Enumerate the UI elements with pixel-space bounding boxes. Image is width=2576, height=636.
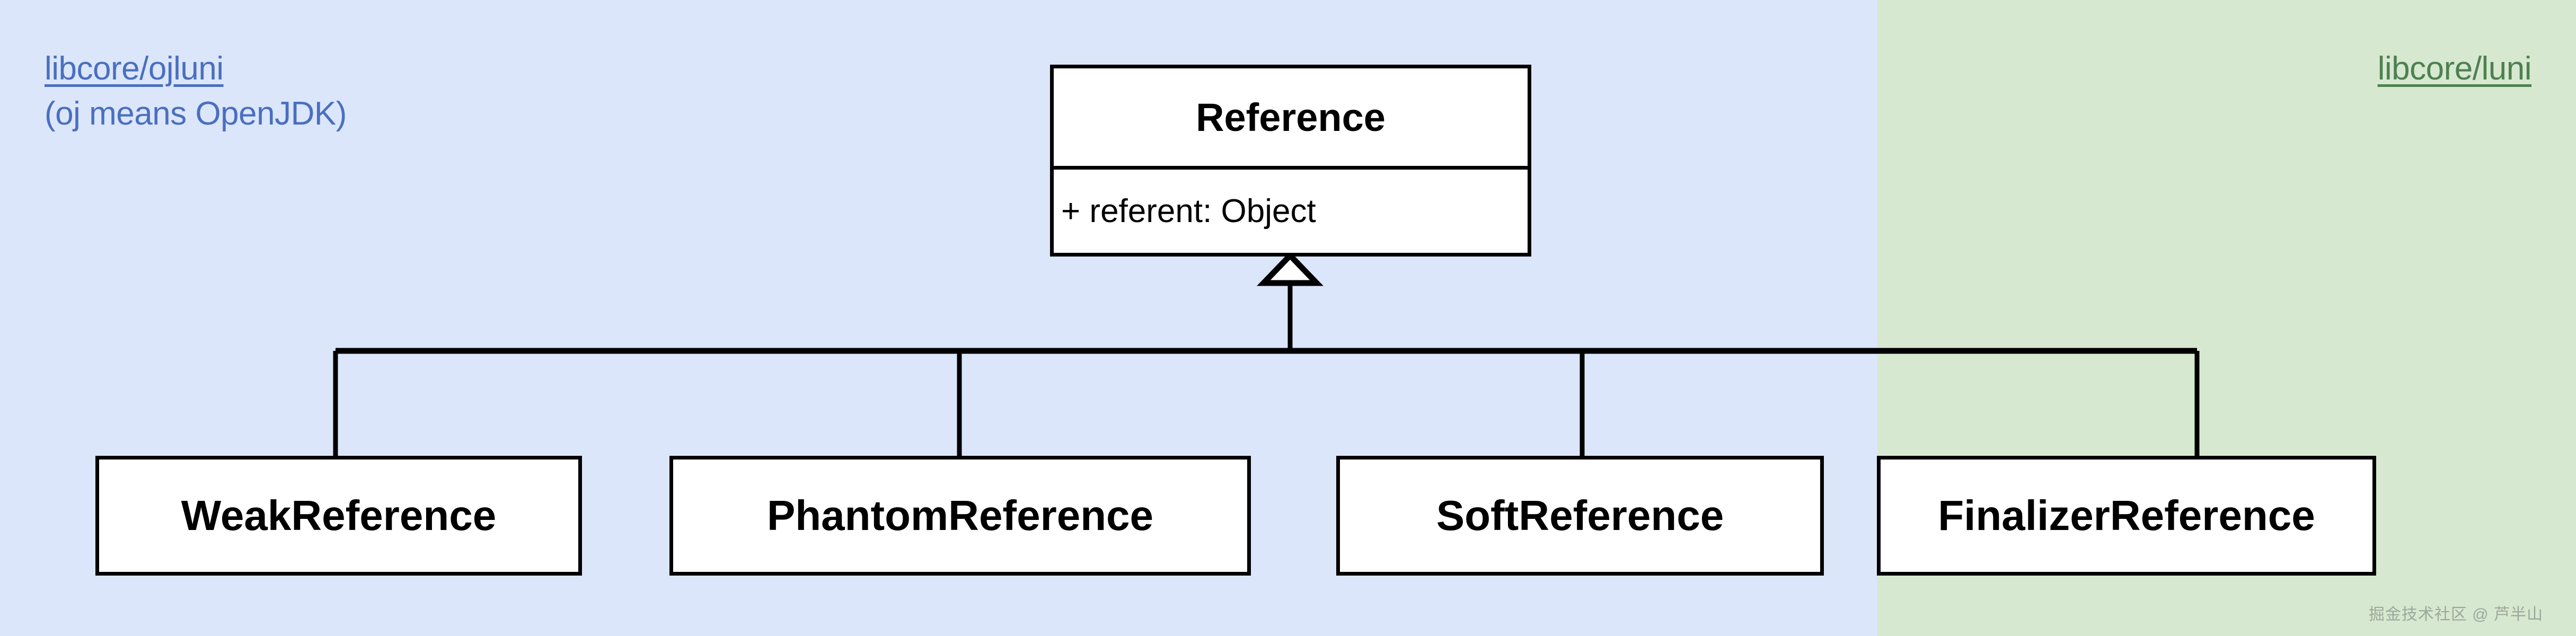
package-label-luni: libcore/luni bbox=[2377, 49, 2532, 90]
package-note-ojluni: (oj means OpenJDK) bbox=[45, 95, 347, 132]
class-name-softreference: SoftReference bbox=[1436, 492, 1724, 539]
class-box-reference[interactable]: Reference + referent: Object bbox=[1050, 65, 1531, 257]
class-name-reference: Reference bbox=[1196, 95, 1386, 139]
class-box-finalizerreference[interactable]: FinalizerReference bbox=[1877, 456, 2376, 576]
watermark: 掘金技术社区 @ 芦半山 bbox=[2368, 606, 2543, 623]
package-label-ojluni: libcore/ojluni (oj means OpenJDK) bbox=[45, 49, 347, 135]
class-name-finalizerreference: FinalizerReference bbox=[1938, 492, 2315, 539]
class-box-weakreference[interactable]: WeakReference bbox=[95, 456, 582, 576]
class-attribute-referent: + referent: Object bbox=[1054, 166, 1528, 253]
class-box-phantomreference[interactable]: PhantomReference bbox=[669, 456, 1251, 576]
package-link-luni[interactable]: libcore/luni bbox=[2377, 50, 2532, 87]
class-box-softreference[interactable]: SoftReference bbox=[1336, 456, 1824, 576]
class-name-phantomreference: PhantomReference bbox=[766, 492, 1154, 539]
package-link-ojluni[interactable]: libcore/ojluni bbox=[45, 50, 224, 87]
class-name-weakreference: WeakReference bbox=[181, 492, 497, 539]
